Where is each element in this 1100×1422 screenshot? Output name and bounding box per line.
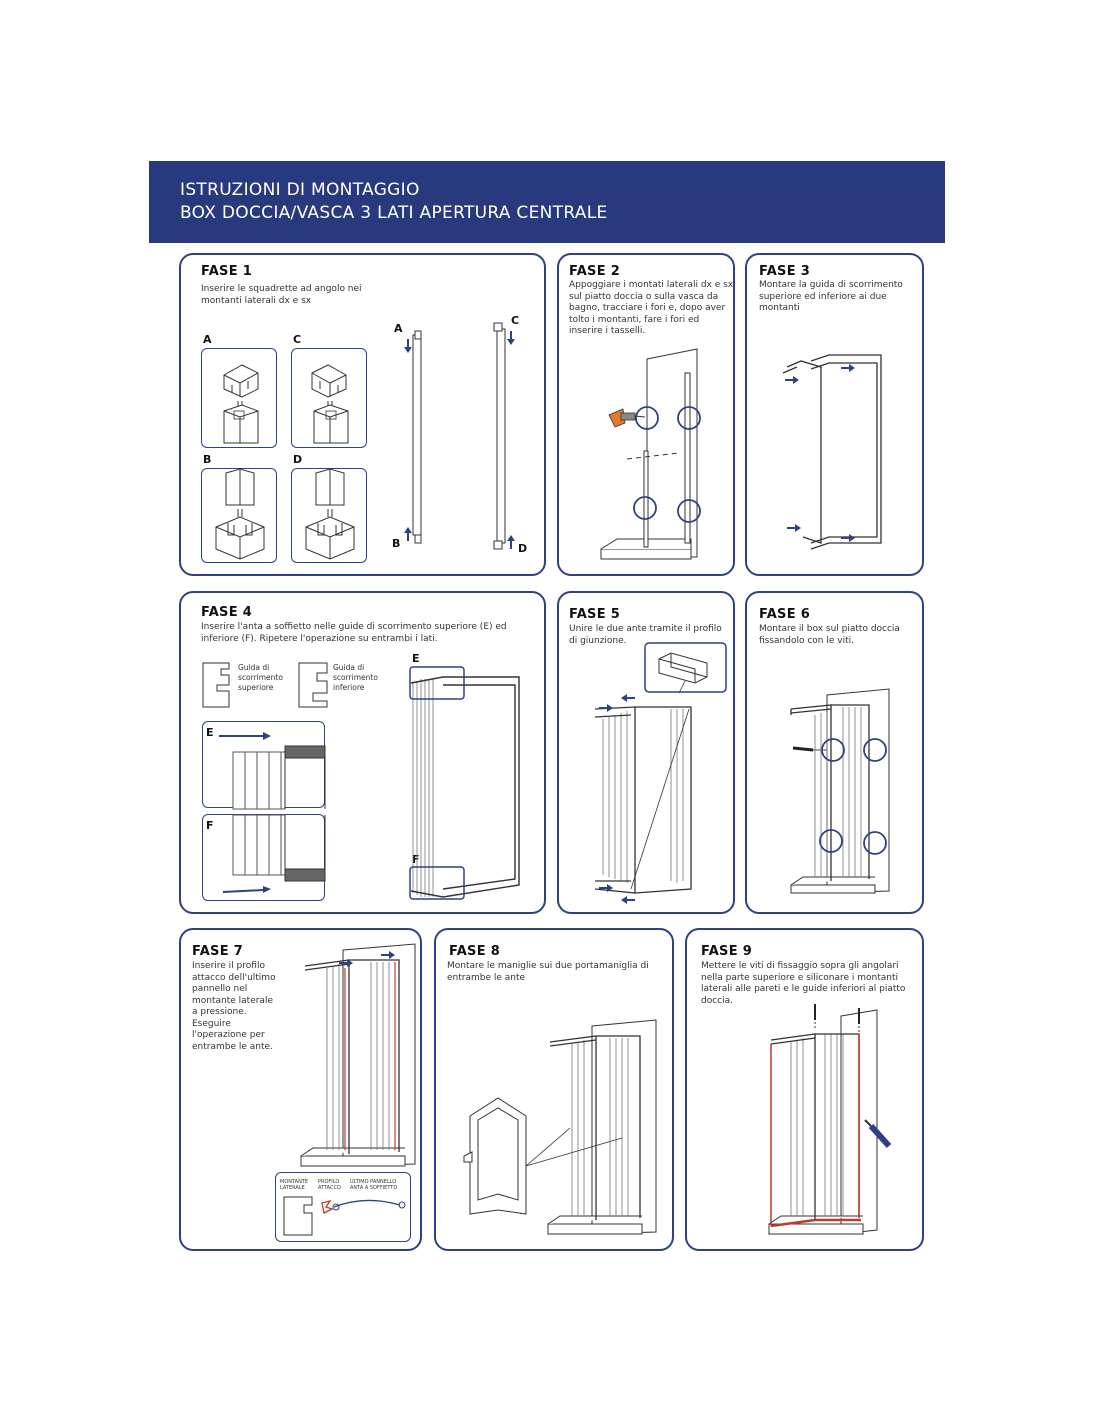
legend-side-upright: MONTANTE LATERALE: [280, 1179, 309, 1191]
step-title: FASE 4: [201, 605, 253, 620]
insert-bottom-illustration: [223, 814, 326, 893]
step-title: FASE 3: [759, 264, 811, 279]
detail-f-frame: F: [202, 814, 326, 901]
step-text: Mettere le viti di fissaggio sopra gli a…: [701, 961, 906, 1006]
step-text: Montare il box sul piatto doccia fissand…: [759, 624, 900, 646]
corner-bracket-c-illustration: [311, 364, 349, 444]
upright-label-c: C: [511, 314, 520, 327]
step-title: FASE 8: [449, 944, 501, 959]
step-panel-7: FASE 7 Inserire il profilo attacco dell'…: [179, 928, 422, 1251]
step-text: Unire le due ante tramite il profilo di …: [569, 624, 722, 646]
step-panel-5: FASE 5 Unire le due ante tramite il prof…: [557, 591, 735, 914]
step-text: Inserire le squadrette ad angolo nei mon…: [201, 284, 362, 306]
fixing-illustration: [790, 688, 890, 894]
sealing-illustration: [768, 1004, 892, 1235]
uprights-illustration: [404, 322, 515, 550]
upright-label-d: D: [518, 542, 528, 555]
detail-c-frame: [291, 348, 367, 448]
corner-bracket-d-illustration: [305, 468, 355, 560]
profile-legend-frame: MONTANTE LATERALE PROFILO ATTACCO ULTIMO…: [275, 1172, 411, 1242]
label-c: C: [293, 333, 302, 346]
detail-b-frame: [201, 468, 277, 563]
step-panel-3: FASE 3 Montare la guida di scorrimento s…: [745, 253, 924, 576]
silicone-gun-icon: [864, 1119, 892, 1149]
step-panel-1: FASE 1 Inserire le squadrette ad angolo …: [179, 253, 546, 576]
step-title: FASE 6: [759, 607, 811, 622]
screwdriver-icon: [792, 746, 827, 752]
label-b: B: [203, 453, 212, 466]
header-banner: ISTRUZIONI DI MONTAGGIO BOX DOCCIA/VASCA…: [149, 161, 945, 243]
step-title: FASE 9: [701, 944, 753, 959]
assembly-illustration: [409, 666, 520, 900]
detail-e-frame: E: [202, 721, 326, 810]
step-panel-6: FASE 6 Montare il box sul piatto doccia …: [745, 591, 924, 914]
label-a: A: [203, 333, 212, 346]
guides-illustration: [782, 354, 882, 550]
step-text: Inserire il profilo attacco dell'ultimo …: [192, 961, 276, 1052]
insert-top-illustration: [219, 732, 326, 810]
step-title: FASE 2: [569, 264, 621, 279]
profiles-illustration: [202, 662, 328, 708]
step-title: FASE 7: [192, 944, 244, 959]
step-text: Inserire l'anta a soffietto nelle guide …: [201, 622, 507, 644]
legend-last-panel: ULTIMO PANNELLO ANTA A SOFFIETTO: [350, 1179, 398, 1191]
step-title: FASE 5: [569, 607, 621, 622]
header-title-line2: BOX DOCCIA/VASCA 3 LATI APERTURA CENTRAL…: [180, 203, 608, 223]
upright-label-b: B: [392, 537, 401, 550]
label-f-large: F: [412, 853, 420, 866]
detail-d-frame: [291, 468, 367, 563]
step-panel-8: FASE 8 Montare le maniglie sui due porta…: [434, 928, 674, 1251]
upright-label-a: A: [394, 322, 403, 335]
joining-illustration: [594, 642, 727, 904]
step-panel-9: FASE 9 Mettere le viti di fissaggio sopr…: [685, 928, 924, 1251]
drilling-illustration: [600, 348, 701, 560]
step-panel-4: FASE 4 Inserire l'anta a soffietto nelle…: [179, 591, 546, 914]
label-e-large: E: [412, 652, 420, 665]
step-text: Appoggiare i montati laterali dx e sx su…: [569, 280, 734, 336]
corner-bracket-a-illustration: [223, 364, 259, 444]
step-title: FASE 1: [201, 264, 253, 279]
drill-icon: [608, 408, 646, 428]
corner-bracket-b-illustration: [215, 468, 265, 560]
legend-attach-profile: PROFILO ATTACCO: [318, 1179, 341, 1191]
label-d: D: [293, 453, 303, 466]
step-text: Montare le maniglie sui due portamanigli…: [447, 961, 649, 983]
label-e: E: [206, 726, 214, 739]
guide-bottom-label: Guida di scorrimento inferiore: [333, 663, 378, 692]
label-f: F: [206, 819, 214, 832]
handle-illustration: [463, 1019, 657, 1235]
detail-a-frame: [201, 348, 277, 448]
screws-icon: [814, 1004, 860, 1024]
guide-top-label: Guida di scorrimento superiore: [238, 663, 283, 692]
step-panel-2: FASE 2 Appoggiare i montati laterali dx …: [557, 253, 735, 576]
profile-section-illustration: [283, 1196, 406, 1236]
header-title-line1: ISTRUZIONI DI MONTAGGIO: [180, 180, 420, 200]
attach-profile-illustration: [300, 943, 416, 1167]
step-text: Montare la guida di scorrimento superior…: [759, 280, 903, 313]
